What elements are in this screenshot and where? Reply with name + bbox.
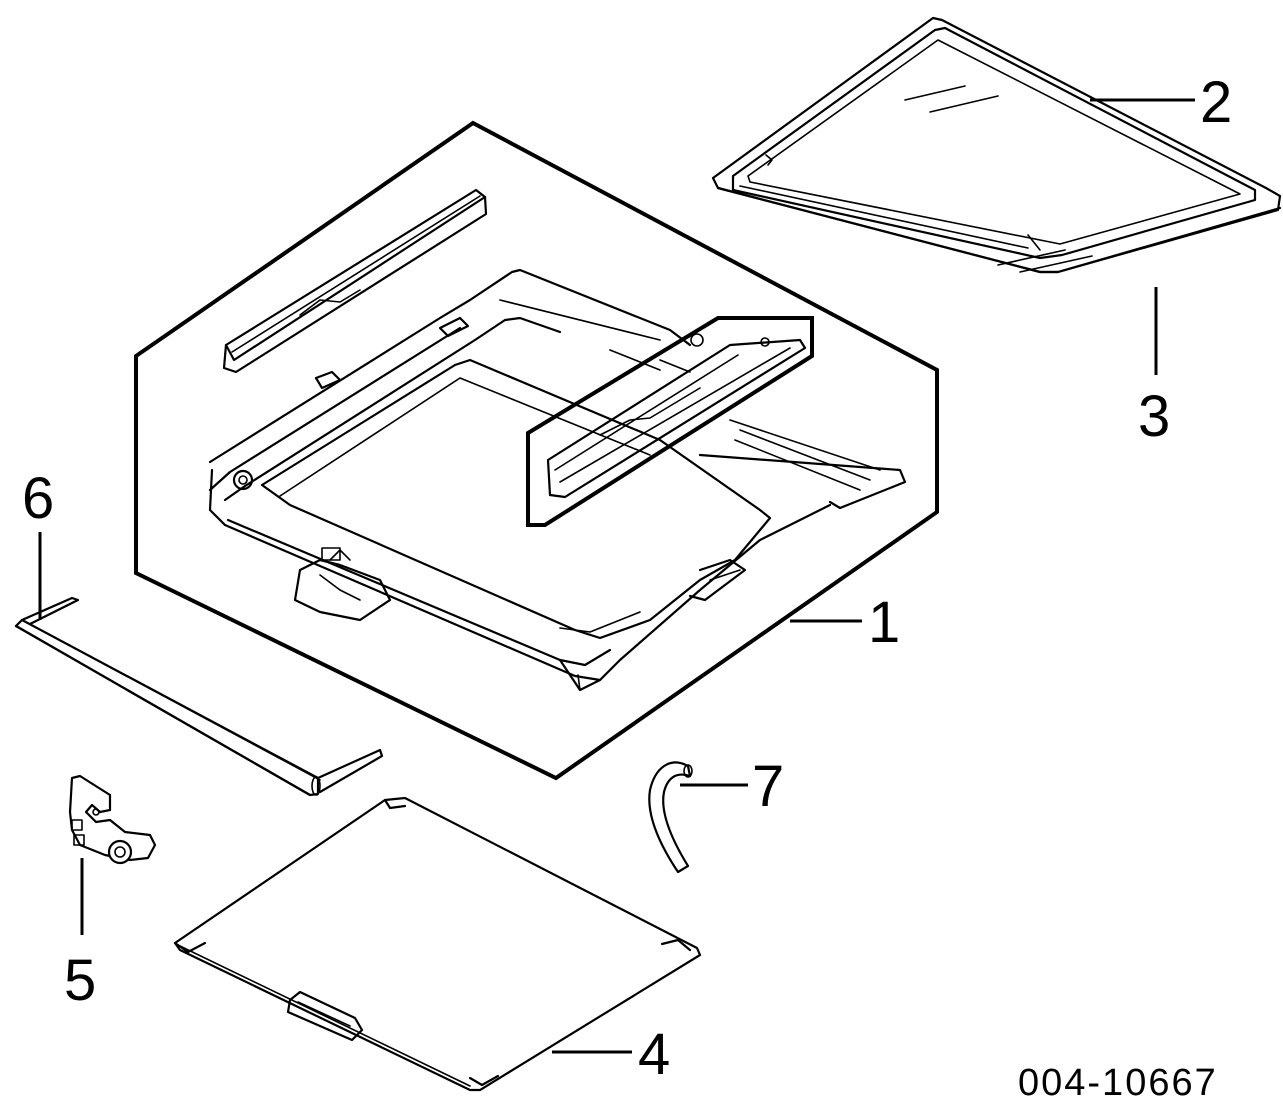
part-1-inset-detail <box>526 316 814 527</box>
callout-4: 4 <box>638 1022 670 1087</box>
inset-box <box>526 316 814 527</box>
rail-left <box>222 188 488 374</box>
part-6-deflector-seal <box>14 596 384 797</box>
part-1-sunroof-frame-assembly <box>134 120 939 781</box>
callout-7: 7 <box>752 754 784 819</box>
callout-3: 3 <box>1138 384 1170 449</box>
leader-lines <box>38 98 1195 1054</box>
part-4-outline <box>173 796 702 1092</box>
part-2-3-glass-panel <box>711 16 1282 274</box>
callouts: 1 2 3 4 5 6 7 <box>22 70 1232 1087</box>
callout-2: 2 <box>1200 70 1232 135</box>
part-7-drain-hose <box>648 761 693 874</box>
part-4-handle <box>286 990 364 1042</box>
part-5-bracket <box>68 774 157 865</box>
callout-1: 1 <box>868 590 900 655</box>
callout-5: 5 <box>64 948 96 1013</box>
part-4-sunshade <box>173 796 702 1092</box>
callout-6: 6 <box>22 466 54 531</box>
part-1-hexagon-border <box>134 120 939 781</box>
reference-number: 004-10667 <box>1018 1062 1218 1104</box>
part-2-glass-outline <box>731 26 1257 260</box>
frame-body <box>208 268 907 692</box>
